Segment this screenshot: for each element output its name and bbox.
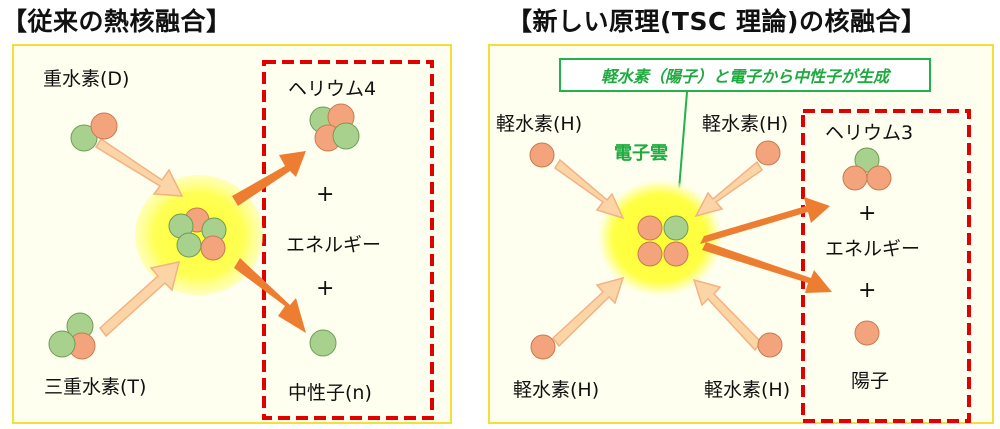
right-energy-label: エネルギー [825,238,921,260]
h-bottom-left [530,334,556,360]
deuterium-neutron [70,124,98,152]
right-center-neutron [663,215,689,241]
left-arrow-in-top [94,137,184,197]
h-bottom-right-label: 軽水素(H) [704,379,791,401]
left-arrow-out-top [232,151,306,206]
right-center-proton-1 [637,215,663,241]
right-panel [488,44,994,424]
right-arrow-out-bottom [702,242,832,293]
right-products-box [801,109,971,423]
left-neutron-out [309,329,337,357]
right-title: 【新しい原理(TSC 理論)の核融合】 [507,7,927,36]
he4-neutron-2 [332,122,360,150]
helium4-label: ヘリウム4 [288,78,377,100]
electron-cloud-label: 電子雲 [614,143,668,164]
tritium-label: 三重水素(T) [44,376,147,398]
right-arrow-in-br [692,278,762,352]
deuterium-proton [90,112,118,140]
h-top-right [755,140,781,166]
left-arrow-in-bottom [98,261,181,338]
right-proton-out [854,320,880,346]
right-plus-2: + [858,278,877,303]
he3-proton-1 [842,165,868,191]
h-top-left-label: 軽水素(H) [496,113,583,135]
h-top-right-label: 軽水素(H) [702,113,789,135]
tritium-neutron-2 [48,330,76,358]
helium3-label: ヘリウム3 [825,122,914,144]
right-arrow-out-top [700,197,830,244]
left-plus-1: + [316,182,335,207]
left-plus-2: + [316,276,335,301]
electron-cloud-glow [598,180,722,296]
h-top-left [529,142,555,168]
left-center-proton-2 [200,235,226,261]
h-bottom-right [757,332,783,358]
he3-neutron [854,147,880,173]
right-arrow-in-bl [551,276,625,348]
right-center-proton-2 [637,241,663,267]
left-arrow-out-bottom [234,258,306,333]
left-panel [12,44,452,424]
proton-label: 陽子 [851,370,890,392]
left-energy-label: エネルギー [286,234,382,256]
right-plus-1: + [858,201,877,226]
neutron-label: 中性子(n) [288,382,372,404]
left-center-neutron-3 [176,232,202,258]
right-arrow-in-tr [694,160,764,218]
he3-proton-2 [866,165,892,191]
left-title: 【従来の熱核融合】 [2,7,232,36]
deuterium-label: 重水素(D) [43,68,130,90]
left-products-box [262,60,434,420]
h-bottom-left-label: 軽水素(H) [513,379,600,401]
right-center-proton-3 [663,241,689,267]
annotation-box: 軽水素（陽子）と電子から中性子が生成 [559,58,931,92]
right-arrow-in-tl [553,158,625,220]
